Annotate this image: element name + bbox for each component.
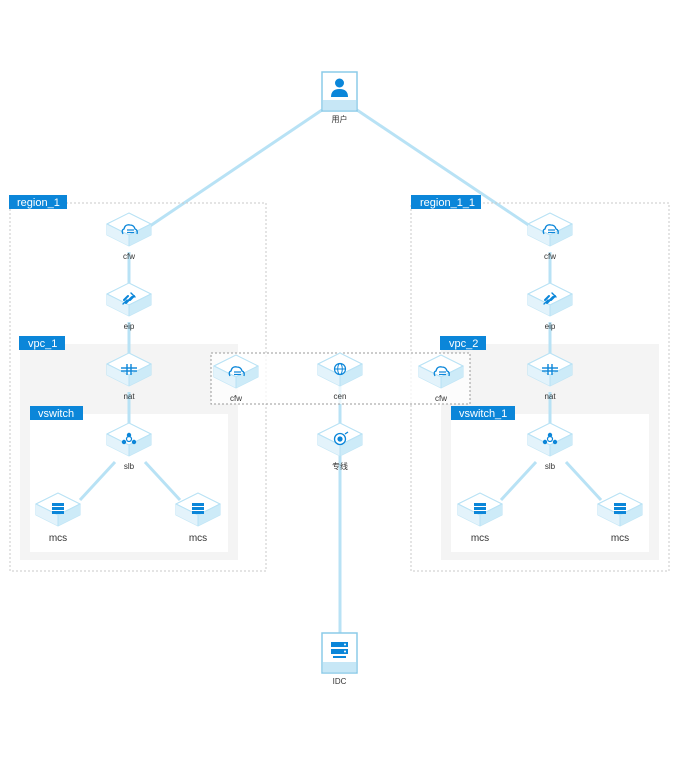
- region-2-tag: [411, 195, 481, 209]
- eip-label: eip: [545, 322, 556, 331]
- link-slb-mcs-2b: [564, 460, 603, 502]
- mcs-label: mcs: [49, 533, 67, 544]
- server-icon: [52, 503, 64, 514]
- mcs-label: mcs: [611, 533, 629, 544]
- eip-node-1[interactable]: eip: [106, 282, 152, 331]
- server-icon: [192, 503, 204, 514]
- express-connect-node[interactable]: 专线: [317, 422, 363, 471]
- server-rack-icon: [331, 642, 348, 658]
- region-1-tag-text: region_1: [17, 197, 60, 209]
- cfw-label: cfw: [123, 252, 135, 261]
- nat-node-2[interactable]: nat: [527, 352, 573, 401]
- user-icon: [331, 78, 348, 97]
- vpc-1-tag: [19, 336, 65, 350]
- region-1: region_1 vpc_1 vswitch cfw eip nat: [9, 195, 267, 572]
- cfw-node-cen-left[interactable]: cfw: [213, 354, 259, 403]
- link-slb-mcs-1b: [143, 460, 182, 502]
- nat-label: nat: [544, 392, 556, 401]
- cfw-label: cfw: [230, 394, 242, 403]
- eip-label: eip: [124, 322, 135, 331]
- nat-label: nat: [123, 392, 135, 401]
- mcs-node-1b[interactable]: mcs: [175, 492, 221, 544]
- cfw-node-1[interactable]: cfw: [106, 212, 152, 261]
- idc-label: IDC: [333, 677, 347, 686]
- region-2: region_1_1 vpc_2 vswitch_1 cfw eip nat: [410, 195, 670, 572]
- vswitch-1-tag-text: vswitch_1: [459, 408, 507, 420]
- server-icon: [614, 503, 626, 514]
- vpc-2-tag-text: vpc_2: [449, 338, 478, 350]
- link-user-cfw-left: [149, 108, 323, 228]
- mcs-label: mcs: [471, 533, 489, 544]
- mcs-node-2b[interactable]: mcs: [597, 492, 643, 544]
- mcs-node-2a[interactable]: mcs: [457, 492, 503, 544]
- cen-group: cfw cen cfw 专线: [210, 352, 471, 471]
- cen-node[interactable]: cen: [317, 352, 363, 401]
- cfw-label: cfw: [435, 394, 447, 403]
- link-slb-mcs-2a: [499, 460, 538, 502]
- slb-node-2[interactable]: slb: [527, 422, 573, 471]
- region-1-tag: [9, 195, 67, 209]
- express-label: 专线: [332, 461, 348, 471]
- vswitch-tag: [30, 406, 83, 420]
- server-icon: [474, 503, 486, 514]
- slb-label: slb: [545, 462, 556, 471]
- vpc-2-tag: [440, 336, 486, 350]
- user-node[interactable]: 用户: [321, 71, 358, 124]
- cfw-node-2[interactable]: cfw: [527, 212, 573, 261]
- mcs-node-1a[interactable]: mcs: [35, 492, 81, 544]
- link-user-cfw-right: [356, 108, 531, 228]
- user-label: 用户: [332, 114, 348, 124]
- nat-node-1[interactable]: nat: [106, 352, 152, 401]
- vswitch-1-tag: [451, 406, 515, 420]
- cfw-label: cfw: [544, 252, 556, 261]
- link-slb-mcs-1a: [78, 460, 117, 502]
- vpc-1-tag-text: vpc_1: [28, 338, 57, 350]
- vswitch-tag-text: vswitch: [38, 408, 74, 420]
- mcs-label: mcs: [189, 533, 207, 544]
- idc-node[interactable]: IDC: [321, 632, 358, 686]
- eip-node-2[interactable]: eip: [527, 282, 573, 331]
- slb-label: slb: [124, 462, 135, 471]
- slb-node-1[interactable]: slb: [106, 422, 152, 471]
- cfw-node-cen-right[interactable]: cfw: [418, 354, 464, 403]
- region-2-tag-text: region_1_1: [420, 197, 475, 209]
- cen-label: cen: [334, 392, 347, 401]
